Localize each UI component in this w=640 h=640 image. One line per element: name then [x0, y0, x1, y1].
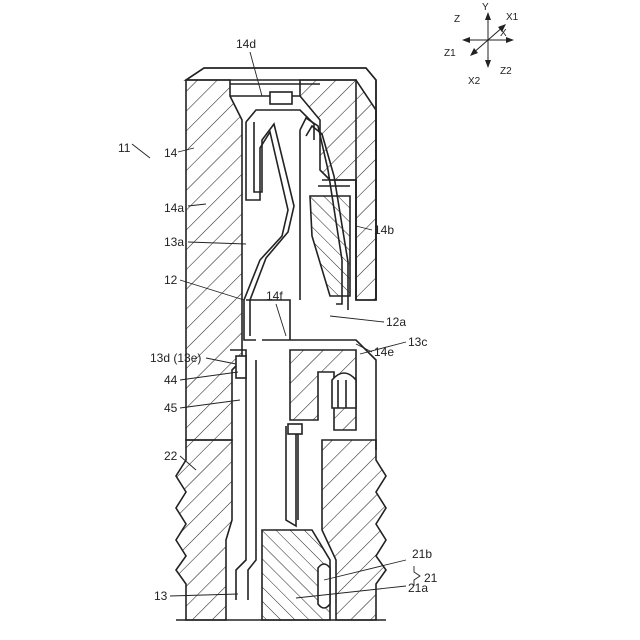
- label-13c: 13c: [408, 335, 427, 349]
- label-14a: 14a: [164, 201, 184, 215]
- axis-x1-label: X1: [506, 12, 519, 23]
- label-12a: 12a: [386, 315, 406, 329]
- label-14e: 14e: [374, 345, 394, 359]
- label-12: 12: [164, 273, 178, 287]
- axis-y-label: Y: [482, 2, 489, 13]
- label-11: 11: [118, 141, 131, 155]
- label-22: 22: [164, 449, 178, 463]
- axis-x2-label: X2: [468, 76, 481, 87]
- label-13a: 13a: [164, 235, 184, 249]
- label-21b: 21b: [412, 547, 432, 561]
- label-13: 13: [154, 589, 168, 603]
- label-14d: 14d: [236, 37, 256, 51]
- label-14f: 14f: [266, 289, 283, 303]
- axis-z1-label: Z1: [444, 48, 456, 59]
- housing-block-14b: [310, 180, 356, 300]
- label-21: 21: [424, 571, 438, 585]
- lower-shell-22: [176, 440, 386, 620]
- label-44: 44: [164, 373, 178, 387]
- middle-section: [230, 300, 376, 450]
- reference-labels: 11 14 14d 14a 14b 13a 12 14f 12a 14e 13c…: [118, 37, 438, 603]
- label-14: 14: [164, 146, 178, 160]
- label-13d-13e: 13d (13e): [150, 351, 201, 365]
- axis-x-label: X: [500, 28, 507, 39]
- label-45: 45: [164, 401, 178, 415]
- axis-z-label: Z: [454, 14, 460, 25]
- label-14b: 14b: [374, 223, 394, 237]
- axis-z2-label: Z2: [500, 66, 512, 77]
- axis-indicator: Y X1 X Z Z1 X2 Z2: [444, 2, 519, 87]
